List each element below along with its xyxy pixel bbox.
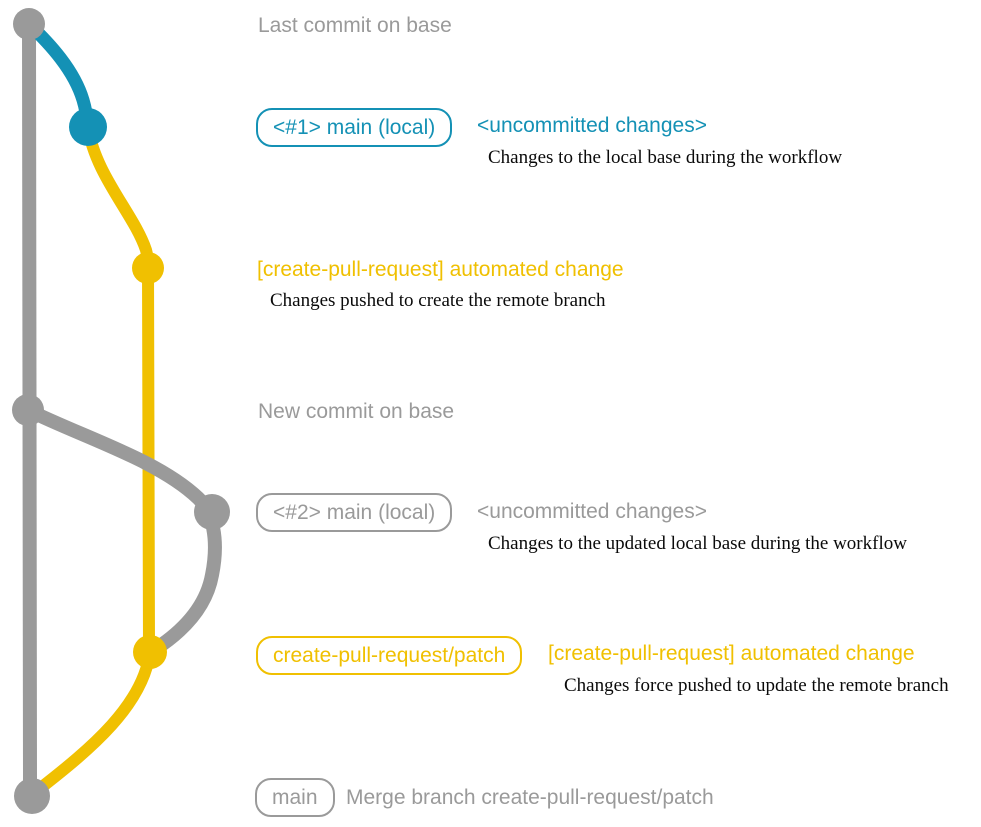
badge-main: main bbox=[255, 778, 335, 817]
automated-change-2-title: [create-pull-request] automated change bbox=[548, 642, 915, 665]
uncommitted-changes-1-title: <uncommitted changes> bbox=[477, 114, 707, 137]
badge-main-local-2: <#2> main (local) bbox=[256, 493, 453, 532]
automated-change-1-desc: Changes pushed to create the remote bran… bbox=[270, 290, 606, 311]
commit-node-last-commit bbox=[13, 8, 45, 40]
commit-node-merge bbox=[14, 778, 50, 814]
commit-node-automated-1 bbox=[132, 252, 164, 284]
automated-change-1-title: [create-pull-request] automated change bbox=[257, 258, 624, 281]
automated-change-2-desc: Changes force pushed to update the remot… bbox=[564, 675, 949, 696]
merge-commit-message: Merge branch create-pull-request/patch bbox=[346, 786, 714, 809]
commit-node-new-commit bbox=[12, 394, 44, 426]
commit-node-uncommitted-1 bbox=[69, 108, 107, 146]
uncommitted-changes-2-desc: Changes to the updated local base during… bbox=[488, 533, 907, 554]
last-commit-heading: Last commit on base bbox=[258, 14, 452, 37]
merge-line bbox=[32, 646, 156, 796]
commit-node-uncommitted-2 bbox=[194, 494, 230, 530]
uncommitted-changes-2-title: <uncommitted changes> bbox=[477, 500, 707, 523]
pr-branch-line bbox=[82, 121, 155, 656]
badge-main-local-1: <#1> main (local) bbox=[256, 108, 453, 147]
new-commit-heading: New commit on base bbox=[258, 400, 455, 423]
commit-node-automated-2 bbox=[133, 635, 167, 669]
uncommitted-changes-1-desc: Changes to the local base during the wor… bbox=[488, 147, 843, 168]
local-main-2-line bbox=[21, 403, 222, 657]
badge-pr-branch: create-pull-request/patch bbox=[256, 636, 523, 675]
